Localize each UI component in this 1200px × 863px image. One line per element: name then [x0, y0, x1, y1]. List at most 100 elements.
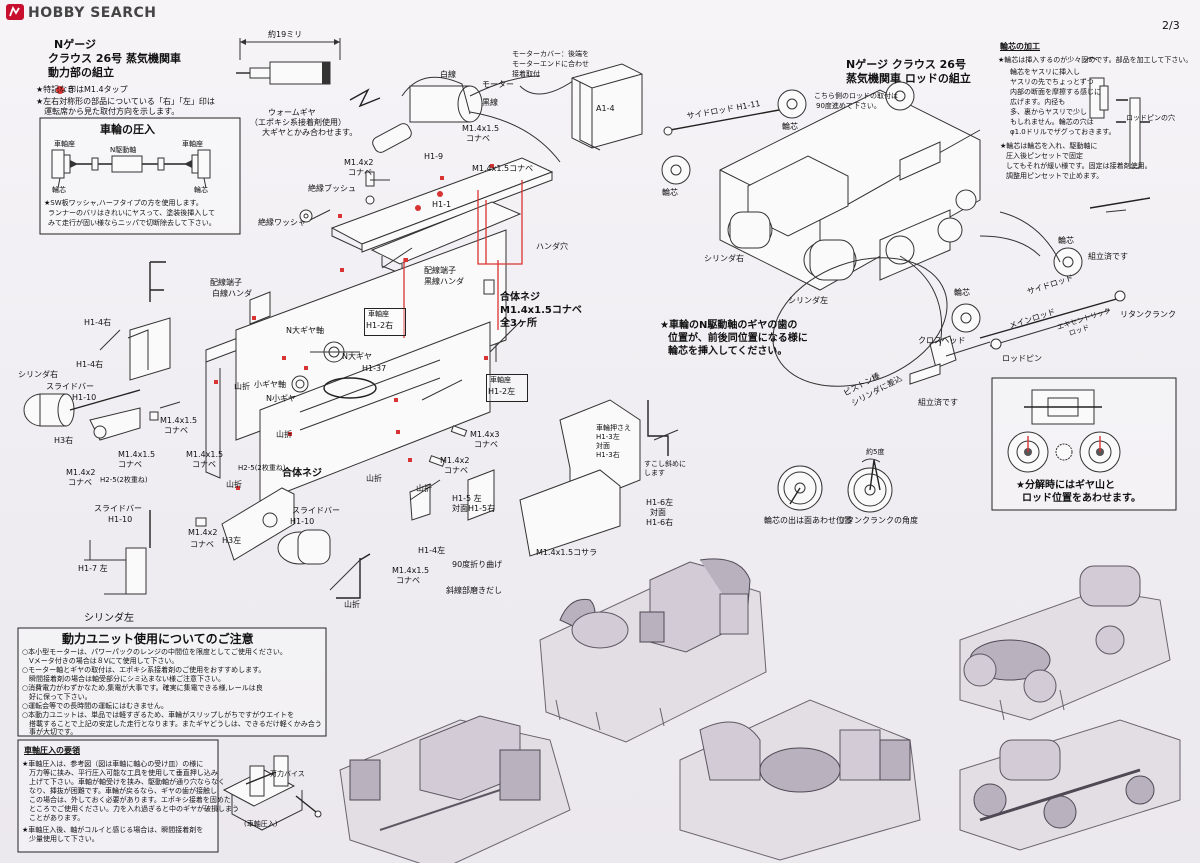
- lbl-cylinder-left: シリンダ左: [84, 613, 134, 624]
- lbl-bend-90: 90度折り曲げ: [452, 560, 503, 569]
- core-line-5: 広げます。内径も: [1010, 98, 1066, 106]
- lbl-wheel-holder-3: 対面: [596, 442, 610, 450]
- caution-line-3: ○モーター軸とギヤの取付は、エポキシ系接着剤のご使用をおすすめします。: [22, 666, 266, 674]
- lbl-h16: H1-6左: [646, 498, 674, 507]
- lbl-seat-left-t: 車軸座: [490, 376, 511, 384]
- sw-note-1: ★SW板ワッシャ,ハーフタイプの方を使用します。: [44, 199, 203, 207]
- rod-note-2: 90度進めて下さい。: [816, 102, 881, 110]
- lbl-konabe-b: コナベ: [348, 168, 372, 177]
- gear-note-diagram: [1007, 389, 1121, 473]
- sw-note-3: みて走行が固い様ならニッパで切断除去して下さい。: [48, 219, 216, 227]
- core-title: 輪芯の加工: [1000, 42, 1040, 51]
- left-title-line1: Nゲージ: [54, 38, 96, 51]
- lbl-bolt-2: M1.4x1.5コナベ: [500, 305, 582, 316]
- lbl-h137: H1-37: [362, 364, 387, 373]
- lbl-yama-5: 山折: [416, 484, 432, 493]
- lbl-wheel-holder-4: H1-3右: [596, 451, 620, 459]
- lbl-h3r: H3右: [54, 436, 74, 445]
- note-tap-a: ★特記なき: [36, 85, 76, 94]
- motor-white-wire: 白線: [440, 70, 456, 79]
- gear-note-2: ロッド位置をあわせます。: [1022, 493, 1141, 504]
- right-title-line1: Nゲージ クラウス 26号: [846, 58, 966, 71]
- core-line-10: ★輪芯は輪芯を入れ、駆動軸に: [1000, 142, 1098, 150]
- photo-chassis-top: [959, 565, 1171, 721]
- lbl-h14r-2: H1-4右: [76, 360, 104, 369]
- press-caption: (車軸圧入): [244, 820, 278, 828]
- wheel-caption-b: リタンクランクの角度: [838, 516, 918, 525]
- wheel-drive-axle: N駆動軸: [110, 146, 137, 154]
- wheel-caption-a: 輪芯の出は面あわせ位置: [764, 516, 852, 525]
- lbl-m14x15-e: M1.4x1.5: [186, 450, 224, 459]
- lbl-m14x2-b: M1.4x2: [66, 468, 96, 477]
- top-frame-plate: [330, 157, 554, 275]
- caution-line-2: Vメータ付きの場合は８Vにて使用して下さい。: [22, 657, 179, 665]
- rod-crosshead: クロスヘッド: [918, 336, 966, 345]
- rod-pin: ロッドピン: [1002, 354, 1042, 363]
- lbl-h14l: H1-4左: [418, 546, 446, 555]
- motor-length: 約19ミリ: [268, 30, 303, 39]
- worm-gear-1: ウォームギヤ: [268, 108, 316, 117]
- caution-line-8: ○本動力ユニットは、単品では軽すぎるため、車輪がスリップしがちですがウエイトを: [22, 711, 295, 719]
- lbl-h15: H1-5 左: [452, 494, 482, 503]
- caution-box: [17, 627, 327, 737]
- rod-assembly-chassis: [719, 89, 981, 291]
- lbl-yama-6: 山折: [344, 600, 360, 609]
- lbl-slant-2: します: [644, 469, 665, 477]
- lbl-slide-bar-3: スライドバー: [292, 506, 340, 515]
- left-title-line3: 動力部の組立: [48, 66, 114, 79]
- core-line-8: φ1.0ドリルでザグっておきます。: [1010, 128, 1116, 136]
- worm-gear-3: 大ギヤとかみ合わせます。: [262, 128, 358, 137]
- rod-core-1: 輪芯: [782, 122, 798, 131]
- core-line-3: ヤスリの先でちょっとずつ: [1010, 78, 1094, 86]
- wheel-core-left: 輪芯: [52, 186, 66, 194]
- core-line-9: ロッドピンの穴: [1126, 114, 1175, 122]
- press-line-8: ★車軸圧入後、軸がコルイと感じる場合は、瞬間接着剤を: [22, 826, 204, 834]
- press-line-6: ところでご使用ください。力を入れ過ぎると中のギヤが破損しまう: [22, 805, 239, 813]
- core-line-7: もしれません。輪芯の穴は: [1010, 118, 1094, 126]
- press-line-4: なり、挿抜が困難です。車輪が戻るなら、ギヤの歯が接触し: [22, 787, 218, 795]
- rod-gear-note-3: 輪芯を挿入してください。: [668, 346, 788, 357]
- press-vice: 万力バイス: [270, 770, 305, 778]
- lbl-m14x15-f: M1.4x1.5: [392, 566, 430, 575]
- sw-note-2: ランナーのバリはきれいにヤスって、塗装後挿入して: [48, 209, 216, 217]
- core-line-11: 圧入後ピンセットで固定: [1006, 152, 1083, 160]
- lbl-slant-1: すこし斜めに: [644, 460, 686, 468]
- wheel-seat-right: 車軸座: [182, 140, 203, 148]
- lbl-m14x15-a: M1.4x1.5: [462, 124, 500, 133]
- lbl-kosara: M1.4x1.5コサラ: [536, 548, 598, 557]
- wheel-press-title: 車輪の圧入: [100, 123, 155, 136]
- cylinder-right-drawing: [23, 261, 171, 441]
- small-brackets: [329, 400, 679, 599]
- wheel-core-right: 輪芯: [194, 186, 208, 194]
- lbl-konabe-d: コナベ: [118, 460, 142, 469]
- core-processing-diagram: [1084, 56, 1151, 213]
- lbl-bolt-3: 全3ヶ所: [500, 318, 537, 329]
- right-title-line2: 蒸気機関車 ロッドの組立: [846, 72, 971, 85]
- rod-return-crank: リタンクランク: [1120, 310, 1176, 319]
- page-number: 2/3: [1162, 19, 1180, 32]
- lbl-konabe-f: コナベ: [192, 460, 216, 469]
- lbl-h25-right: H2-5(2枚重ね): [100, 476, 148, 484]
- lbl-term-black-2: 黒線ハンダ: [424, 277, 464, 286]
- gear-set: [291, 341, 377, 399]
- press-line-1: ★車軸圧入は、参考図（図は車軸に軸心の受け皿）の様に: [22, 760, 204, 768]
- note-lr-2: 運転席から見た取付方向を示します。: [44, 107, 180, 116]
- motor-cover-2: モーターエンドに合わせ: [512, 60, 589, 68]
- lbl-h19: H1-9: [424, 152, 444, 161]
- lbl-slide-bar: スライドバー: [46, 382, 94, 391]
- side-rod-lower: [909, 247, 1126, 385]
- lbl-h110: H1-10: [72, 393, 97, 402]
- vice-diagram: [222, 755, 322, 831]
- lbl-h11: H1-1: [432, 200, 452, 209]
- lbl-h14r: H1-4右: [84, 318, 112, 327]
- core-line-13: 調整用ピンセットで止めます。: [1006, 172, 1104, 180]
- screw-parts: [149, 171, 495, 527]
- wheel-core-diagram: [777, 458, 893, 513]
- rod-cylinder-left: シリンダ左: [788, 296, 828, 305]
- lbl-h25-left: H2-5(2枚重ね): [238, 464, 286, 472]
- lbl-wheel-holder-2: H1-3左: [596, 433, 620, 441]
- lbl-h110-3: H1-10: [290, 517, 315, 526]
- lbl-m14x15-c: M1.4x1.5: [160, 416, 198, 425]
